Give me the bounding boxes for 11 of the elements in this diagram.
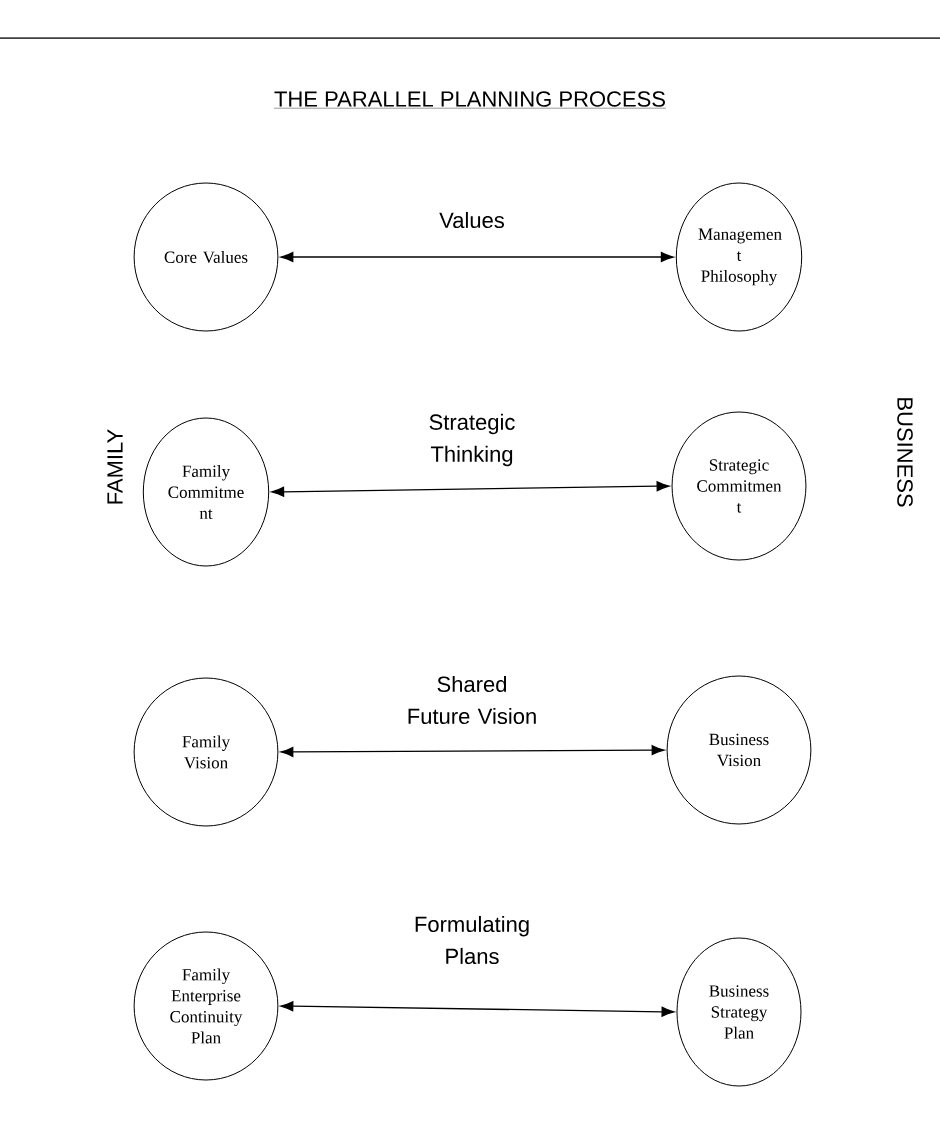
edge-label: Formulating Plans (415, 915, 529, 965)
title: THE PARALLEL PLANNING PROCESS (273, 91, 667, 109)
edge-label: Values (439, 211, 504, 229)
edge-label: Shared Future Vision (408, 675, 536, 725)
double-arrow (280, 1001, 675, 1017)
edge-label: Strategic Thinking (429, 413, 515, 467)
double-arrow (271, 481, 670, 497)
double-arrow (280, 745, 665, 757)
side-label: FAMILY (107, 429, 123, 504)
side-label: BUSINESS (897, 398, 913, 507)
double-arrow (280, 252, 674, 263)
